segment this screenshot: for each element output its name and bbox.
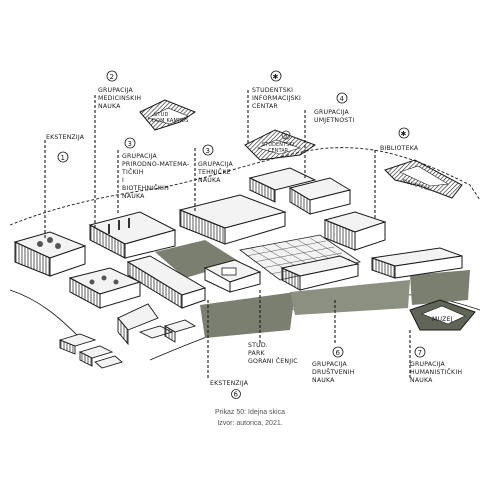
label-n4: 4 — [340, 95, 345, 103]
label-n3: 3 — [128, 140, 132, 148]
label-ekstenzija-top: EKSTENZIJA — [46, 134, 85, 141]
label-sic-2: INFORMACIJSKI — [252, 95, 301, 102]
label-n4star: ✱ — [273, 73, 279, 81]
label-med-1: GRUPACIJA — [98, 87, 134, 94]
label-stud-dom-2: DOM KAMPUS — [152, 118, 188, 124]
label-n2: 2 — [110, 73, 114, 81]
label-park-3: GORANI ČENJIC — [248, 356, 298, 365]
building-ekstenzija-bottom — [60, 304, 195, 368]
figure-caption: Prikaz 50: Idejna skica — [0, 409, 500, 416]
building-technical — [180, 195, 285, 244]
label-art-1: GRUPACIJA — [314, 109, 350, 116]
label-hum-2: HUMANISTIČKIH — [410, 367, 462, 376]
label-n6: 6 — [336, 349, 341, 357]
label-cafe-2: CENTAR — [268, 148, 289, 154]
label-park-2: PARK — [248, 350, 265, 357]
label-n8star: ✱ — [401, 130, 407, 138]
label-soc-2: DRUŠTVENIH — [312, 367, 355, 376]
label-n6b: 6 — [234, 391, 239, 399]
label-biblioteka: BIBLIOTEKA — [380, 145, 419, 152]
label-nat-3: TIČKIH — [121, 167, 144, 176]
label-sic-1: STUDENTSKI — [252, 87, 293, 94]
label-hum-3: NAUKA — [410, 377, 433, 384]
label-nat-5: BIOTEHNIČKIH — [122, 183, 169, 192]
label-n1: 1 — [61, 154, 65, 162]
label-hum-1: GRUPACIJA — [410, 361, 446, 368]
label-art-2: UMJETNOSTI — [314, 117, 354, 124]
green-area-park — [200, 292, 295, 338]
label-muzej: MUZEJ — [432, 316, 453, 323]
roof-muzej — [410, 300, 475, 330]
label-med-3: NAUKA — [98, 103, 121, 110]
label-n5: 5 — [284, 134, 288, 140]
label-nat-4: I — [122, 177, 124, 184]
roof-biblioteka — [385, 160, 462, 198]
label-med-2: MEDICINSKIH — [98, 95, 141, 102]
label-n3b: 3 — [206, 147, 210, 155]
label-n7: 7 — [418, 349, 422, 357]
label-park-1: STUD. — [248, 342, 268, 349]
label-tech-1: GRUPACIJA — [198, 161, 234, 168]
label-nat-6: NAUKA — [122, 193, 145, 200]
label-tech-2: TEHNIČKE — [197, 167, 231, 176]
label-soc-1: GRUPACIJA — [312, 361, 348, 368]
label-sic-3: CENTAR — [252, 103, 278, 110]
building-ekstenzija-left — [15, 232, 85, 276]
figure-source: Izvor: autorica, 2021. — [0, 420, 500, 427]
label-tech-3: NAUKA — [198, 177, 221, 184]
label-nat-1: GRUPACIJA — [122, 153, 158, 160]
label-ekstenzija-bottom: EKSTENZIJA — [210, 380, 249, 387]
label-cafe-1: STUDENTSKI — [262, 142, 294, 148]
label-nat-2: PRIRODNO-MATEMA- — [122, 161, 189, 168]
label-soc-3: NAUKA — [312, 377, 335, 384]
